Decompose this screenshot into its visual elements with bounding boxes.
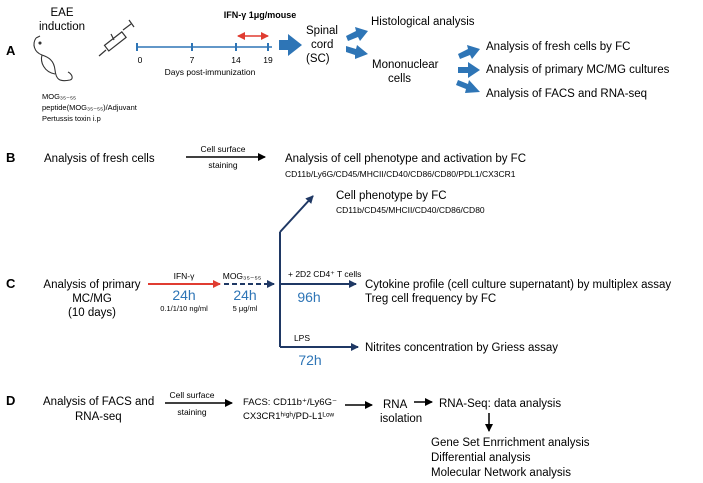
eae-induction-line2: induction [39, 21, 85, 33]
panel-a-label: A [6, 43, 16, 58]
panel-b: B Analysis of fresh cells Cell surface s… [6, 144, 526, 179]
analysis-primary-cultures: Analysis of primary MC/MG cultures [486, 64, 670, 76]
injection-mog: MOG₃₅₋₅₅ [42, 92, 76, 101]
arrow-to-facs [456, 80, 480, 93]
d-facs-line1: FACS: CD11b⁺/Ly6G⁻ [243, 397, 337, 408]
d-arrow-bottom-label: staining [177, 407, 207, 417]
tick-label-7: 7 [190, 55, 195, 65]
eae-induction-line1: EAE [50, 7, 73, 19]
tick-label-19: 19 [263, 55, 273, 65]
sc-label: (SC) [306, 53, 330, 65]
panel-b-label: B [6, 150, 15, 165]
histological-analysis: Histological analysis [371, 16, 475, 28]
d-rnaseq: RNA-Seq: data analysis [439, 398, 561, 410]
c-96h: 96h [297, 289, 320, 305]
c-title-line3: (10 days) [68, 307, 116, 319]
ifn-dose-label: IFN-γ 1μg/mouse [224, 10, 297, 20]
c-lps-label: LPS [294, 333, 310, 343]
arrow-to-primary-cultures [458, 62, 480, 78]
arrow-to-mononuclear [346, 45, 368, 59]
b-result: Analysis of cell phenotype and activatio… [285, 153, 526, 165]
tick-label-0: 0 [138, 55, 143, 65]
c-mog-concentration: 5 μg/ml [233, 304, 258, 313]
c-ifn-concentration: 0.1/1/10 ng/ml [160, 304, 208, 313]
d-rna-line1: RNA [383, 399, 408, 411]
c-nitrites: Nitrites concentration by Griess assay [365, 342, 558, 354]
d-title-line2: RNA-seq [75, 411, 122, 423]
d-title-line1: Analysis of FACS and [43, 396, 154, 408]
c-72h: 72h [298, 352, 321, 368]
mononuclear-line1: Mononuclear [372, 59, 439, 71]
cord-label: cord [311, 39, 333, 51]
tick-label-14: 14 [231, 55, 241, 65]
c-phenotype-markers: CD11b/CD45/MHCII/CD40/CD86/CD80 [336, 205, 485, 215]
c-mog-label: MOG₃₅₋₅₅ [223, 271, 262, 281]
panel-d: D Analysis of FACS and RNA-seq Cell surf… [6, 390, 590, 479]
d-arrow-top-label: Cell surface [170, 390, 215, 400]
c-24h-second: 24h [233, 287, 256, 303]
b-markers: CD11b/Ly6G/CD45/MHCII/CD40/CD86/CD80/PDL… [285, 169, 516, 179]
arrow-to-histology [346, 27, 368, 41]
c-treg: Treg cell frequency by FC [365, 293, 496, 305]
d-differential: Differential analysis [431, 452, 531, 464]
timeline-axis-label: Days post-immunization [165, 67, 256, 77]
arrow-to-fresh-cells [458, 45, 480, 59]
c-ifn-label: IFN-γ [174, 271, 196, 281]
panel-a: A EAE induction MOG₃₅₋₅₅ peptide(MOG₃₅₋₅… [6, 7, 670, 123]
d-facs-line2: CX3CR1ʰⁱᵍʰ/PD-L1ᴸᵒʷ [243, 411, 335, 422]
mouse-icon [33, 35, 73, 82]
d-rna-line2: isolation [380, 413, 422, 425]
b-arrow-top-label: Cell surface [201, 144, 246, 154]
c-title-line2: MC/MG [72, 293, 112, 305]
syringe-icon [98, 19, 135, 57]
arrow-to-spinal-cord [279, 34, 302, 56]
c-24h-first: 24h [172, 287, 195, 303]
b-title: Analysis of fresh cells [44, 153, 155, 165]
c-cytokine: Cytokine profile (cell culture supernata… [365, 279, 671, 291]
d-gene-set: Gene Set Enrrichment analysis [431, 437, 590, 449]
b-arrow-bottom-label: staining [208, 160, 238, 170]
spinal-label: Spinal [306, 25, 338, 37]
c-branch-phenotype [279, 195, 314, 233]
c-title-line1: Analysis of primary [43, 279, 140, 291]
c-phenotype: Cell phenotype by FC [336, 190, 447, 202]
mononuclear-line2: cells [388, 73, 411, 85]
c-tcells-label: + 2D2 CD4⁺ T cells [288, 269, 361, 279]
panel-d-label: D [6, 393, 15, 408]
panel-c: C Analysis of primary MC/MG (10 days) IF… [6, 190, 671, 368]
panel-c-label: C [6, 276, 16, 291]
timeline-ticks [136, 43, 269, 51]
analysis-facs-rnaseq: Analysis of FACS and RNA-seq [486, 88, 647, 100]
analysis-fresh-cells: Analysis of fresh cells by FC [486, 41, 630, 53]
injection-peptide: peptide(MOG₃₅₋₅₅)/Adjuvant [42, 103, 138, 112]
injection-pertussis: Pertussis toxin i.p [42, 114, 101, 123]
d-network: Molecular Network analysis [431, 467, 571, 479]
